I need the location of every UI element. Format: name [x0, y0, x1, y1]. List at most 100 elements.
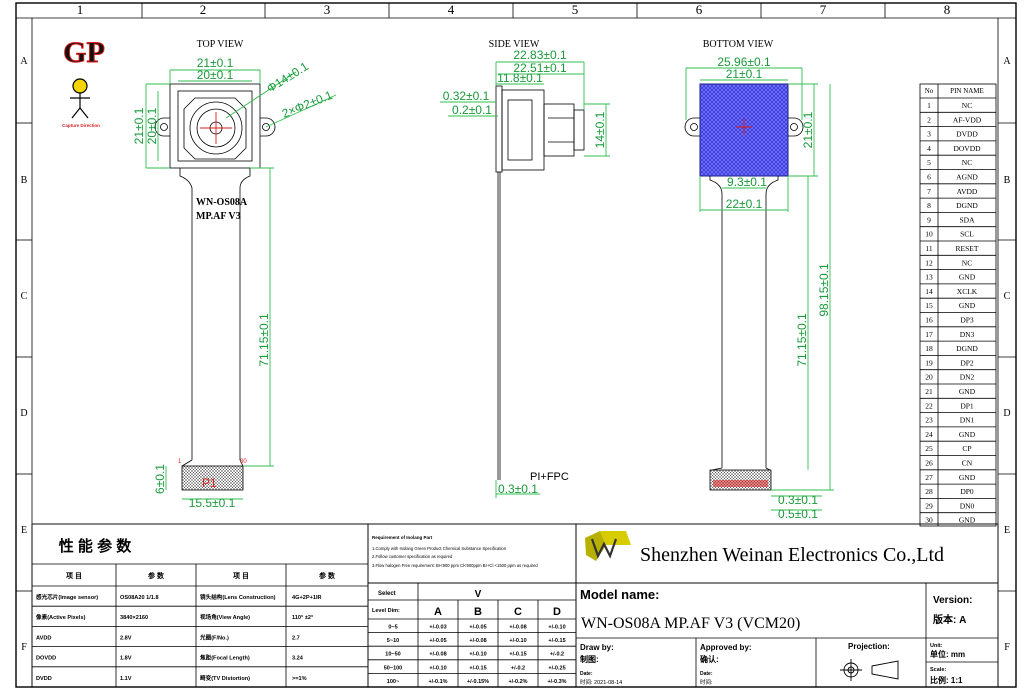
pin-name: DN0	[960, 501, 975, 510]
bottom-left-hole	[690, 123, 698, 131]
tol-level-a: A	[434, 606, 442, 618]
unit-label: Unit:	[930, 643, 943, 649]
perf-header-item1: 项 目	[66, 571, 82, 580]
col-label-4: 4	[448, 2, 455, 17]
dim-top-w-inner-text: 20±0.1	[197, 68, 234, 82]
model-label: Model name:	[580, 587, 659, 602]
pin-name: DP3	[960, 316, 974, 325]
version-label: Version:	[933, 595, 972, 606]
pin-number: 28	[925, 487, 933, 496]
bottom-view: BOTTOM VIEW 25.96±0.1 21±0.1 21±0.1 9.3±…	[684, 39, 834, 521]
pin-name: DP2	[960, 358, 974, 367]
tol-cell: +/-0.15%	[467, 679, 489, 685]
pin-number: 30	[925, 516, 933, 525]
pin-name: NC	[962, 258, 972, 267]
bottom-view-title: BOTTOM VIEW	[703, 39, 774, 50]
dim-side-d1-text: 22.83±0.1	[513, 48, 567, 62]
title-block: Model name: WN-OS08A MP.AF V3 (VCM20) Ve…	[575, 582, 999, 688]
top-connector-neck-r	[239, 459, 244, 467]
requirements-block: Requirement of Inolang Part 1.Comply wit…	[367, 523, 577, 584]
pin-number: 27	[925, 473, 933, 482]
side-board	[495, 85, 503, 173]
pin-name: GND	[959, 387, 976, 396]
dim-bottom-c1-text: 0.3±0.1	[778, 493, 818, 507]
pin-number: 25	[925, 444, 933, 453]
tol-cell: 10~50	[385, 652, 400, 658]
pin-header-name: PIN NAME	[950, 87, 984, 95]
perf-cell: OS08A20 1/1.8	[120, 595, 159, 601]
pin-number: 4	[927, 144, 931, 153]
col-label-5: 5	[572, 2, 579, 17]
side-vcm	[507, 99, 533, 161]
dim-side-d3-text: 11.8±0.1	[497, 71, 543, 85]
perf-cell: 3840×2160	[120, 615, 148, 621]
dim-bottom-w-outer-text: 25.96±0.1	[717, 55, 771, 69]
tol-level-c: C	[514, 606, 522, 618]
top-housing-outer	[169, 83, 261, 169]
pin-name: AF-VDD	[953, 115, 982, 124]
perf-title: 性 能 参 数	[59, 537, 133, 555]
perf-cell: 畸变(TV Distortion)	[200, 674, 250, 682]
pin-name: SDA	[959, 215, 975, 224]
dim-bottom-h-text: 21±0.1	[801, 111, 815, 148]
projection-symbol-icon	[840, 659, 899, 681]
tol-cell: +/-0.2%	[508, 679, 527, 685]
model-value: WN-OS08A MP.AF V3 (VCM20)	[581, 615, 800, 632]
tol-border	[367, 582, 577, 688]
performance-table: 性 能 参 数 项 目 参 数 项 目 参 数 感光芯片(Image senso…	[31, 523, 369, 688]
pin-number: 15	[925, 301, 933, 310]
tolerance-table: Select V Level Dim: A B C D 0~5+/-0.03+/…	[367, 582, 577, 688]
perf-cell: 110° ±2°	[292, 615, 313, 621]
perf-cell: 视场角(View Angle)	[200, 613, 250, 621]
pin-number: 21	[925, 387, 933, 396]
col-label-1: 1	[77, 2, 84, 17]
gp-logo: GP Capture Direction	[62, 36, 105, 129]
pin-number: 11	[925, 244, 932, 253]
perf-cell: >=1%	[292, 676, 307, 682]
pin-number: 29	[925, 501, 933, 510]
pin-name: RESET	[956, 244, 979, 253]
req-line-1: 1.Comply with Inolang Green Product Chem…	[372, 546, 507, 551]
col-label-3: 3	[324, 2, 331, 17]
perf-cell: DVDD	[36, 676, 52, 682]
approved-date-label: Date:	[700, 671, 713, 677]
top-lens-octagon	[183, 97, 247, 160]
dim-bottom-c2-text: 0.5±0.1	[778, 507, 818, 521]
pin-number: 26	[925, 459, 933, 468]
tol-cell: 0~5	[388, 625, 397, 631]
row-dividers	[16, 122, 1016, 592]
col-label-2: 2	[200, 2, 207, 17]
logo-tagline: Capture Direction	[62, 123, 100, 128]
side-fpc-label: PI+FPC	[530, 471, 569, 483]
pin-number: 20	[925, 373, 933, 382]
pin-number: 3	[927, 130, 931, 139]
projection-label: Projection:	[848, 642, 890, 651]
bottom-conn-contacts	[713, 480, 768, 487]
pin-name: GND	[959, 473, 976, 482]
drawn-date-label: Date:	[580, 671, 593, 677]
dim-bottom-w22-text: 22±0.1	[726, 197, 763, 211]
pin-number: 19	[925, 358, 933, 367]
perf-cell: AVDD	[36, 635, 51, 641]
pin-number: 7	[927, 187, 931, 196]
perf-cell: 光圈(F/No.)	[199, 633, 229, 641]
top-right-ear	[260, 117, 276, 137]
tol-cell: +/-0.2	[511, 665, 525, 671]
approved-by-cn: 确认:	[700, 654, 719, 664]
perf-header-param1: 参 数	[148, 571, 165, 580]
req-line-3: 3.Flow halogen Free requirement: Br<900 …	[372, 563, 538, 568]
tol-cell: +/-0.10	[429, 665, 446, 671]
logo-letters: GP	[63, 36, 105, 69]
perf-cell: 镜头结构(Lens Construction)	[200, 593, 276, 601]
row-label-f-left: F	[21, 642, 27, 653]
connector-label: P1	[202, 476, 217, 490]
dim-bottom-total-text: 98.15±0.1	[817, 263, 831, 317]
pin-number: 12	[925, 258, 933, 267]
pin-name: CP	[962, 444, 971, 453]
pin-name: DN2	[960, 373, 975, 382]
row-label-c-right: C	[1004, 291, 1011, 302]
tol-cell: +/-0.05	[429, 638, 446, 644]
company-name: Shenzhen Weinan Electronics Co.,Ltd	[640, 544, 944, 566]
pin-number: 8	[927, 201, 931, 210]
